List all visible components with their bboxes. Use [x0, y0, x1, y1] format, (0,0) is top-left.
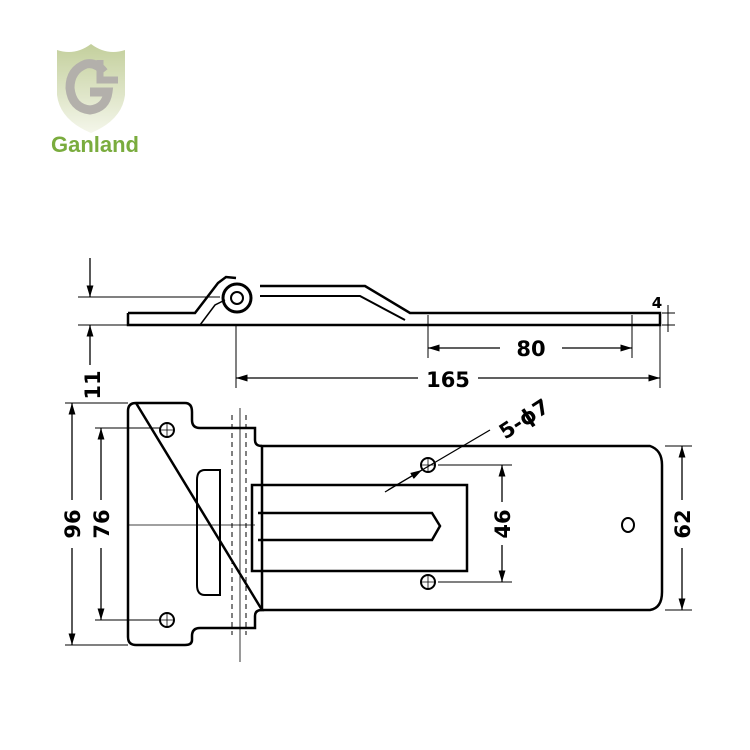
- left-leaf: [126, 401, 265, 647]
- dim-height-label: 11: [81, 370, 105, 399]
- dim-right-height-label: 62: [671, 509, 695, 538]
- brand-logo: Ganland: [51, 44, 139, 157]
- side-view: [78, 258, 675, 388]
- brand-name: Ganland: [51, 132, 139, 157]
- dim-left-hole-spacing-label: 76: [90, 509, 114, 538]
- right-leaf: [260, 444, 664, 612]
- dim-right-hole-spacing-label: 46: [491, 509, 515, 538]
- dim-slot-length-label: 80: [516, 337, 545, 361]
- dim-overall-length-label: 165: [426, 368, 470, 392]
- base-plate: [126, 275, 662, 327]
- hinge-loop: [196, 469, 221, 596]
- top-view: [65, 401, 692, 662]
- slot: [250, 483, 469, 573]
- dim-left-height-label: 96: [61, 509, 85, 538]
- hinge-knuckle: [221, 282, 253, 314]
- hole-icon: [621, 517, 635, 533]
- tongue: [258, 511, 442, 542]
- hole-callout-label: 5-ϕ7: [495, 394, 554, 444]
- monogram-icon: [65, 59, 118, 115]
- dim-thickness-label: 4: [652, 294, 662, 312]
